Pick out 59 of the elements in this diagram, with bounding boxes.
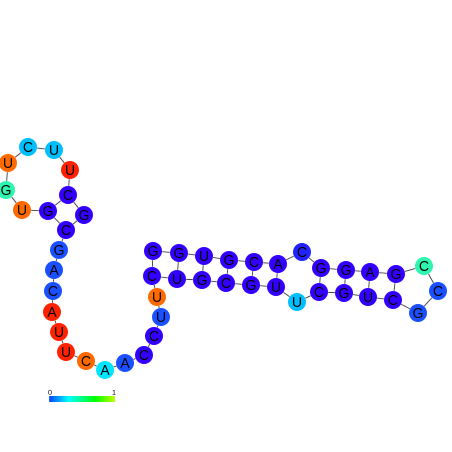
backbone-line [234,283,242,285]
backbone-line [94,364,98,366]
backbone-line [424,297,432,307]
backbone-line [276,272,278,278]
backbone-line [73,202,79,208]
backbone-line [52,300,54,304]
backbone-line [212,257,220,259]
backbone-line [54,320,56,324]
backbone-line [36,148,46,150]
backbone-line [328,292,336,294]
backbone-line [156,325,158,328]
backbone-line [376,298,384,300]
backbone-line [330,268,338,270]
backbone-line [186,278,194,280]
backbone-line [162,251,170,253]
backbone-line [72,220,78,225]
backbone-line [308,257,314,263]
backbone-line [344,278,346,284]
backbone-line [202,264,204,272]
backbone-line [152,260,154,268]
backbone-line [6,172,8,182]
backbone-line [113,366,117,368]
backbone-line [368,280,370,288]
backbone-line [226,268,228,274]
backbone-line [30,210,40,212]
backbone-line [148,344,150,348]
backbone-line [54,200,62,206]
backbone-line [158,306,160,308]
backbone-line [177,262,179,270]
backbone-line [319,276,321,284]
backbone-line [68,178,70,186]
backbone-line [62,340,64,344]
backbone-line [154,284,156,288]
backbone-line [210,280,218,282]
backbone-line [52,278,54,282]
backbone-line [14,152,22,158]
backbone-line [59,156,65,164]
backbone-line [262,262,270,264]
backbone-line [354,270,362,272]
backbone-line [56,258,58,262]
backbone-line [428,274,434,284]
backbone-line [252,270,254,276]
backbone-line [400,304,410,310]
backbone-line [286,256,294,260]
backbone-line [62,238,64,242]
backbone-line [283,292,290,298]
backbone-line [11,196,17,204]
backbone-line [54,217,60,224]
backbone-line [238,260,246,262]
backbone-line [352,294,360,296]
backbone-line [188,254,196,256]
backbone-line [133,358,136,360]
backbone-line [304,295,312,299]
backbone-line [74,355,78,358]
backbone-line [260,285,268,287]
backbone-line [378,272,388,274]
backbone-line [160,276,168,278]
backbone-line [404,268,416,272]
backbone-line [394,282,396,292]
